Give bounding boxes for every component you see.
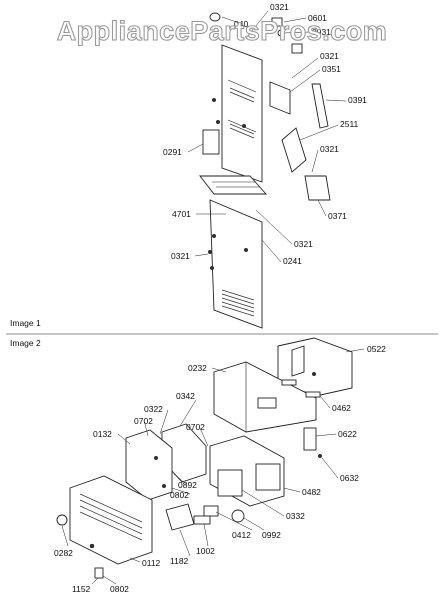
label-0321-d: 0321 xyxy=(294,239,313,249)
foam-2511 xyxy=(281,127,307,173)
label-0702-a: 0702 xyxy=(134,416,153,426)
motor-0332 xyxy=(217,469,243,497)
upper-panel-slots xyxy=(229,87,255,139)
label-0892: 0892 xyxy=(178,480,197,490)
label-0622: 0622 xyxy=(338,429,357,439)
clip-1152 xyxy=(94,567,104,579)
image2-caption: Image 2 xyxy=(10,338,41,348)
actuator-0371 xyxy=(304,175,331,201)
label-0321-c: 0321 xyxy=(320,144,339,154)
label-0391: 0391 xyxy=(348,95,367,105)
image1-screws xyxy=(207,97,249,271)
label-0931: 0931 xyxy=(312,27,331,37)
image2-screws xyxy=(153,371,323,489)
label-0371: 0371 xyxy=(328,211,347,221)
screw-0802 xyxy=(89,543,95,549)
label-0342: 0342 xyxy=(176,391,195,401)
label-0462: 0462 xyxy=(332,403,351,413)
pin-0462-b xyxy=(305,391,321,398)
knob-0282 xyxy=(56,514,68,526)
label-0321-e: 0321 xyxy=(171,251,190,261)
label-1002: 1002 xyxy=(196,546,215,556)
lower-panel-grill xyxy=(221,289,255,317)
image1-leaders xyxy=(187,10,347,263)
image2-leaders xyxy=(61,348,365,585)
label-0412: 0412 xyxy=(232,530,251,540)
label-1152: 1152 xyxy=(72,584,91,594)
label-0332: 0332 xyxy=(286,511,305,521)
front-grill-slots xyxy=(79,493,143,541)
housing-0232-slot xyxy=(257,397,277,409)
image2-drawing xyxy=(56,337,365,585)
block-cube xyxy=(291,43,303,54)
label-2511: 2511 xyxy=(340,119,359,129)
label-040: 040 xyxy=(234,19,248,29)
label-4701: 4701 xyxy=(172,209,191,219)
switch-0291 xyxy=(202,129,220,155)
block-0622 xyxy=(303,427,317,451)
bracket-0351 xyxy=(269,81,291,115)
label-0132: 0132 xyxy=(93,429,112,439)
body-0482-face xyxy=(255,463,281,491)
gear-0412 xyxy=(203,505,219,517)
label-0232: 0232 xyxy=(188,363,207,373)
tray-louver xyxy=(199,175,268,195)
label-0241: 0241 xyxy=(283,256,302,266)
label-0321-b: 0321 xyxy=(320,51,339,61)
label-1182: 1182 xyxy=(170,556,189,566)
pin-0462-a xyxy=(281,379,297,386)
label-0112: 0112 xyxy=(142,558,161,568)
label-0802-b: 0802 xyxy=(110,584,129,594)
image1-drawing xyxy=(187,10,347,329)
label-0632: 0632 xyxy=(340,473,359,483)
wheel-0992 xyxy=(231,509,245,523)
bracket-1002 xyxy=(193,515,211,525)
label-0351: 0351 xyxy=(322,64,341,74)
bracket-0522-tab xyxy=(291,345,305,377)
strip-0391 xyxy=(311,83,329,129)
label-0291: 0291 xyxy=(163,147,182,157)
label-0702-b: 0702 xyxy=(186,422,205,432)
watermark: AppliancePartsPros.com xyxy=(57,16,388,46)
label-0482: 0482 xyxy=(302,487,321,497)
label-0601: 0601 xyxy=(308,13,327,23)
knob-040 xyxy=(209,12,221,22)
cover-1182 xyxy=(165,503,195,531)
label-0322: 0322 xyxy=(144,404,163,414)
label-0802-a: 0802 xyxy=(170,490,189,500)
plug-0601 xyxy=(271,17,283,27)
lower-panel xyxy=(209,199,263,329)
frame-0132 xyxy=(125,429,173,501)
image1-caption: Image 1 xyxy=(10,318,41,328)
label-0282: 0282 xyxy=(54,548,73,558)
label-0522: 0522 xyxy=(367,344,386,354)
label-0992: 0992 xyxy=(262,530,281,540)
upper-panel xyxy=(221,44,263,183)
label-0321-top: 0321 xyxy=(270,2,289,12)
